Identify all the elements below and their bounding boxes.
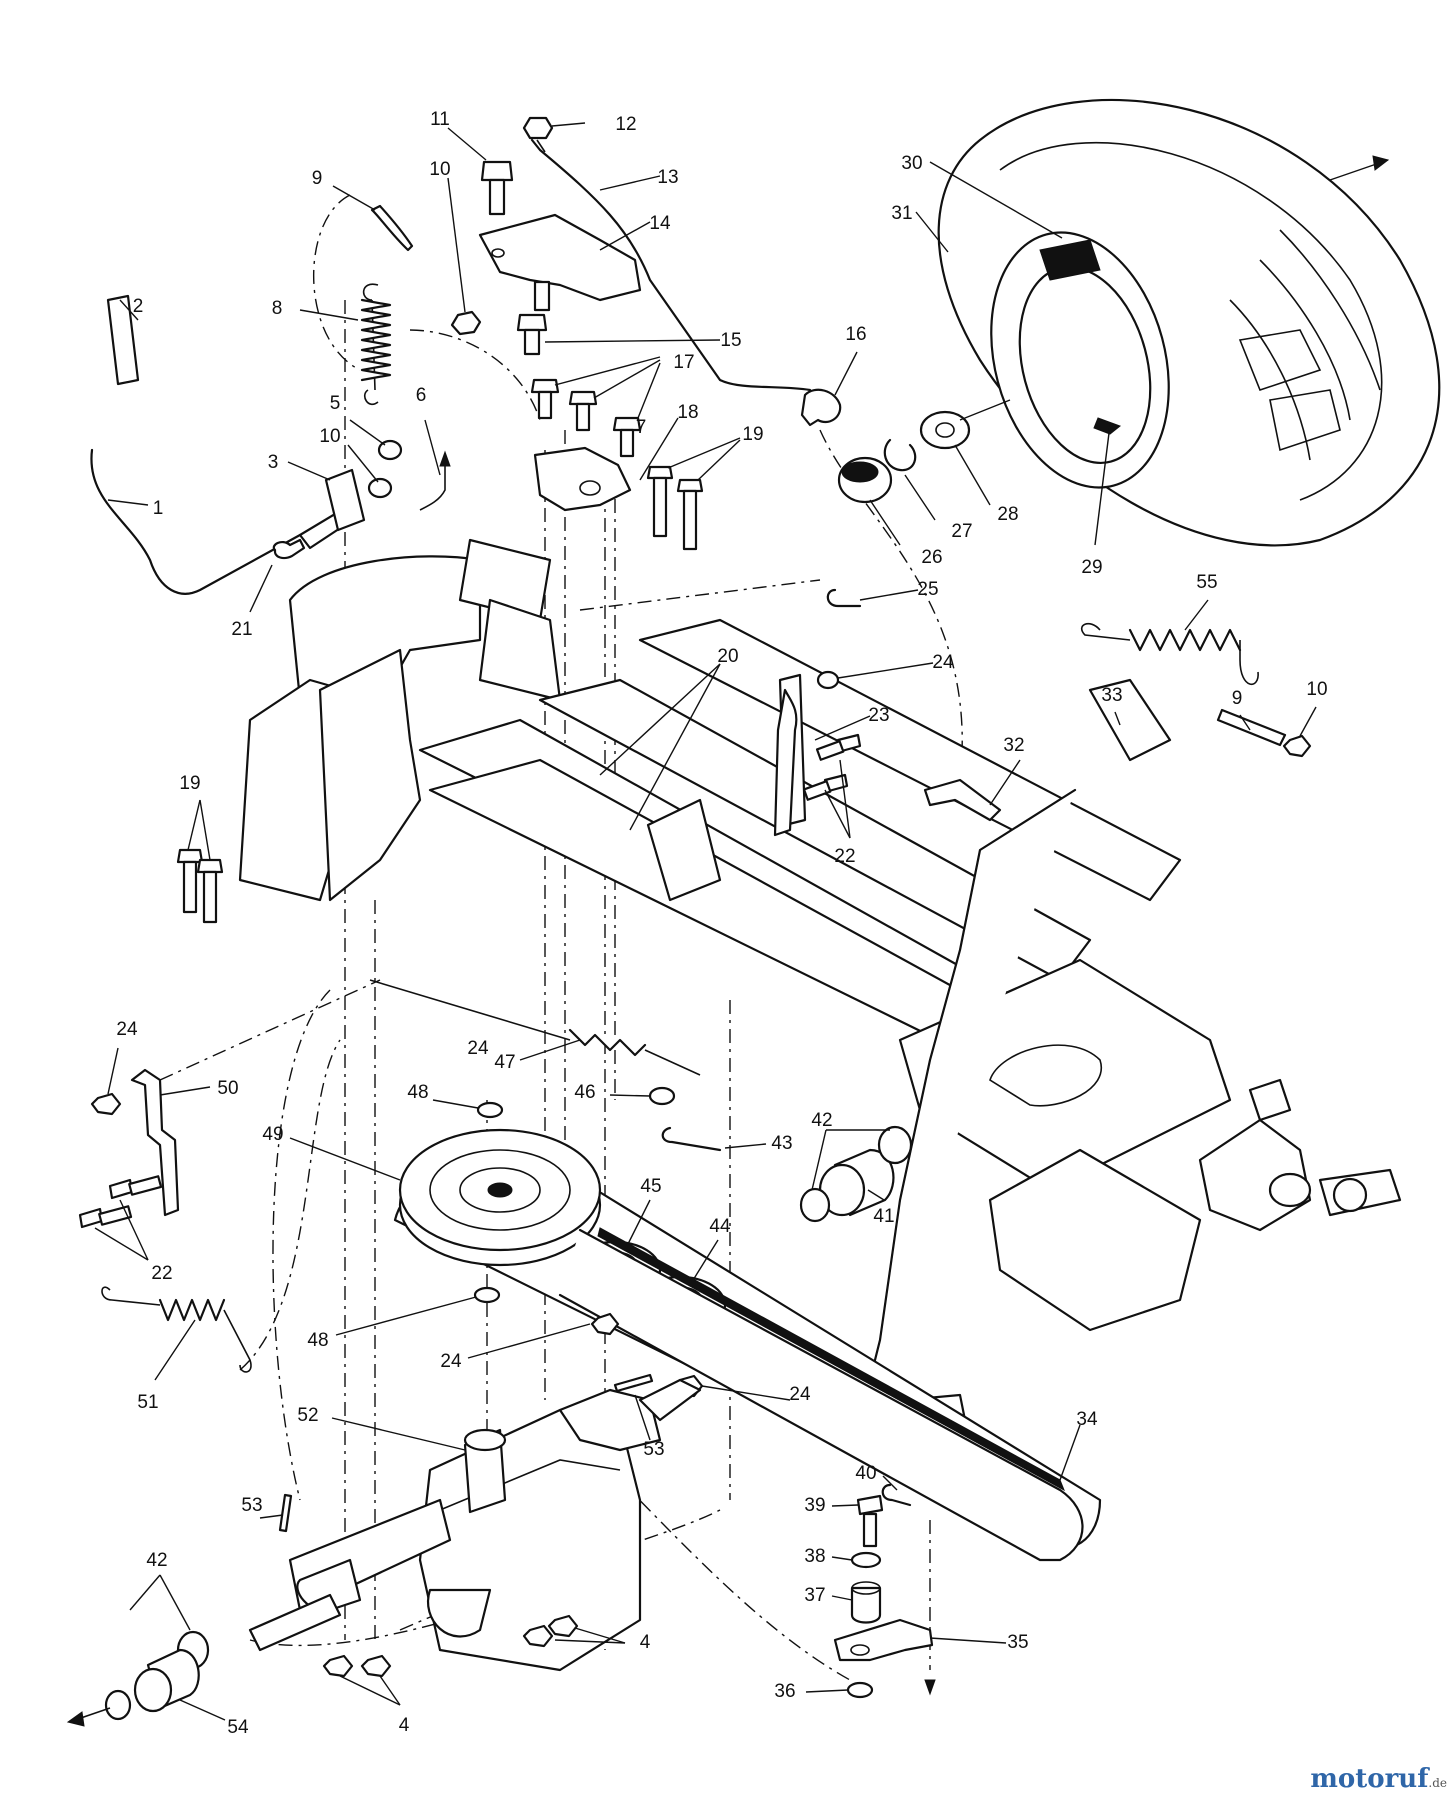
part-label-46: 46 — [574, 1082, 595, 1103]
part-label-35: 35 — [1007, 1632, 1028, 1653]
part-label-11: 11 — [430, 109, 450, 130]
rod-47 — [369, 979, 767, 1152]
bracket-50 — [78, 1047, 211, 1261]
part-label-43: 43 — [771, 1133, 792, 1154]
part-label-13: 13 — [657, 167, 678, 188]
part-label-52: 52 — [297, 1405, 318, 1426]
brake-linkage — [447, 116, 858, 427]
part-label-53: 53 — [241, 1495, 262, 1516]
part-label-24: 24 — [789, 1384, 811, 1405]
part-label-39: 39 — [804, 1495, 825, 1516]
watermark-brand: motoruf — [1310, 1764, 1429, 1794]
part-label-21: 21 — [231, 619, 252, 640]
part-label-41: 41 — [873, 1206, 894, 1227]
part-label-3: 3 — [268, 452, 279, 473]
part-label-23: 23 — [868, 705, 889, 726]
part-label-10: 10 — [429, 159, 450, 180]
spacer-54 — [66, 1574, 226, 1727]
lift-lever — [90, 294, 451, 613]
part-label-4: 4 — [640, 1632, 651, 1653]
part-label-24: 24 — [467, 1038, 489, 1059]
part-label-42: 42 — [146, 1550, 167, 1571]
part-label-20: 20 — [717, 646, 738, 667]
part-label-24: 24 — [440, 1351, 462, 1372]
spring-8 — [299, 185, 414, 406]
part-label-19: 19 — [179, 773, 200, 794]
part-label-32: 32 — [1003, 735, 1024, 756]
part-label-4: 4 — [399, 1715, 410, 1736]
part-label-12: 12 — [615, 114, 636, 135]
part-label-19: 19 — [742, 424, 763, 445]
part-label-45: 45 — [640, 1176, 661, 1197]
part-label-36: 36 — [774, 1681, 795, 1702]
part-label-17: 17 — [673, 352, 694, 373]
part-label-22: 22 — [151, 1263, 172, 1284]
part-label-16: 16 — [845, 324, 866, 345]
part-label-47: 47 — [494, 1052, 515, 1073]
part-label-30: 30 — [901, 153, 922, 174]
part-label-10: 10 — [1306, 679, 1327, 700]
part-label-10: 10 — [319, 426, 340, 447]
spacer-41 — [799, 1125, 913, 1223]
part-label-6: 6 — [416, 385, 427, 406]
part-label-40: 40 — [855, 1463, 876, 1484]
part-label-50: 50 — [217, 1078, 238, 1099]
part-label-55: 55 — [1196, 572, 1217, 593]
part-label-53: 53 — [643, 1439, 664, 1460]
part-label-26: 26 — [921, 547, 942, 568]
bolts-19-left — [176, 799, 224, 924]
part-label-49: 49 — [262, 1124, 283, 1145]
rear-tire — [915, 98, 1441, 547]
part-label-51: 51 — [137, 1392, 158, 1413]
part-label-22: 22 — [834, 846, 855, 867]
part-label-48: 48 — [307, 1330, 328, 1351]
part-label-34: 34 — [1076, 1409, 1098, 1430]
part-label-37: 37 — [804, 1585, 825, 1606]
pulleys-belt — [289, 1099, 1102, 1562]
part-label-8: 8 — [272, 298, 283, 319]
part-label-31: 31 — [891, 203, 912, 224]
part-label-24: 24 — [116, 1019, 138, 1040]
part-label-9: 9 — [1232, 688, 1243, 709]
part-label-1: 1 — [153, 498, 164, 519]
part-label-7: 7 — [636, 417, 647, 438]
frame — [238, 538, 1402, 1430]
part-label-42: 42 — [811, 1110, 832, 1131]
part-label-15: 15 — [720, 330, 741, 351]
part-label-38: 38 — [804, 1546, 825, 1567]
bracket-35 — [805, 1475, 1007, 1699]
spring-51 — [101, 1286, 252, 1381]
bracket-18 — [530, 356, 741, 551]
part-label-54: 54 — [227, 1717, 249, 1738]
spring-55 — [1080, 599, 1317, 758]
watermark-suffix: .de — [1428, 1776, 1447, 1790]
part-label-25: 25 — [917, 579, 938, 600]
part-label-14: 14 — [649, 213, 671, 234]
part-label-44: 44 — [709, 1216, 731, 1237]
part-label-29: 29 — [1081, 557, 1102, 578]
part-label-5: 5 — [330, 393, 341, 414]
wheel-hub-parts — [837, 399, 1011, 546]
part-label-27: 27 — [951, 521, 972, 542]
part-label-33: 33 — [1101, 685, 1122, 706]
part-label-24: 24 — [932, 652, 954, 673]
transaxle — [248, 1373, 702, 1706]
part-label-9: 9 — [312, 168, 323, 189]
part-label-28: 28 — [997, 504, 1018, 525]
part-label-48: 48 — [407, 1082, 428, 1103]
watermark: motoruf.de — [1310, 1764, 1447, 1794]
part-label-18: 18 — [677, 402, 698, 423]
part-label-2: 2 — [133, 296, 144, 317]
